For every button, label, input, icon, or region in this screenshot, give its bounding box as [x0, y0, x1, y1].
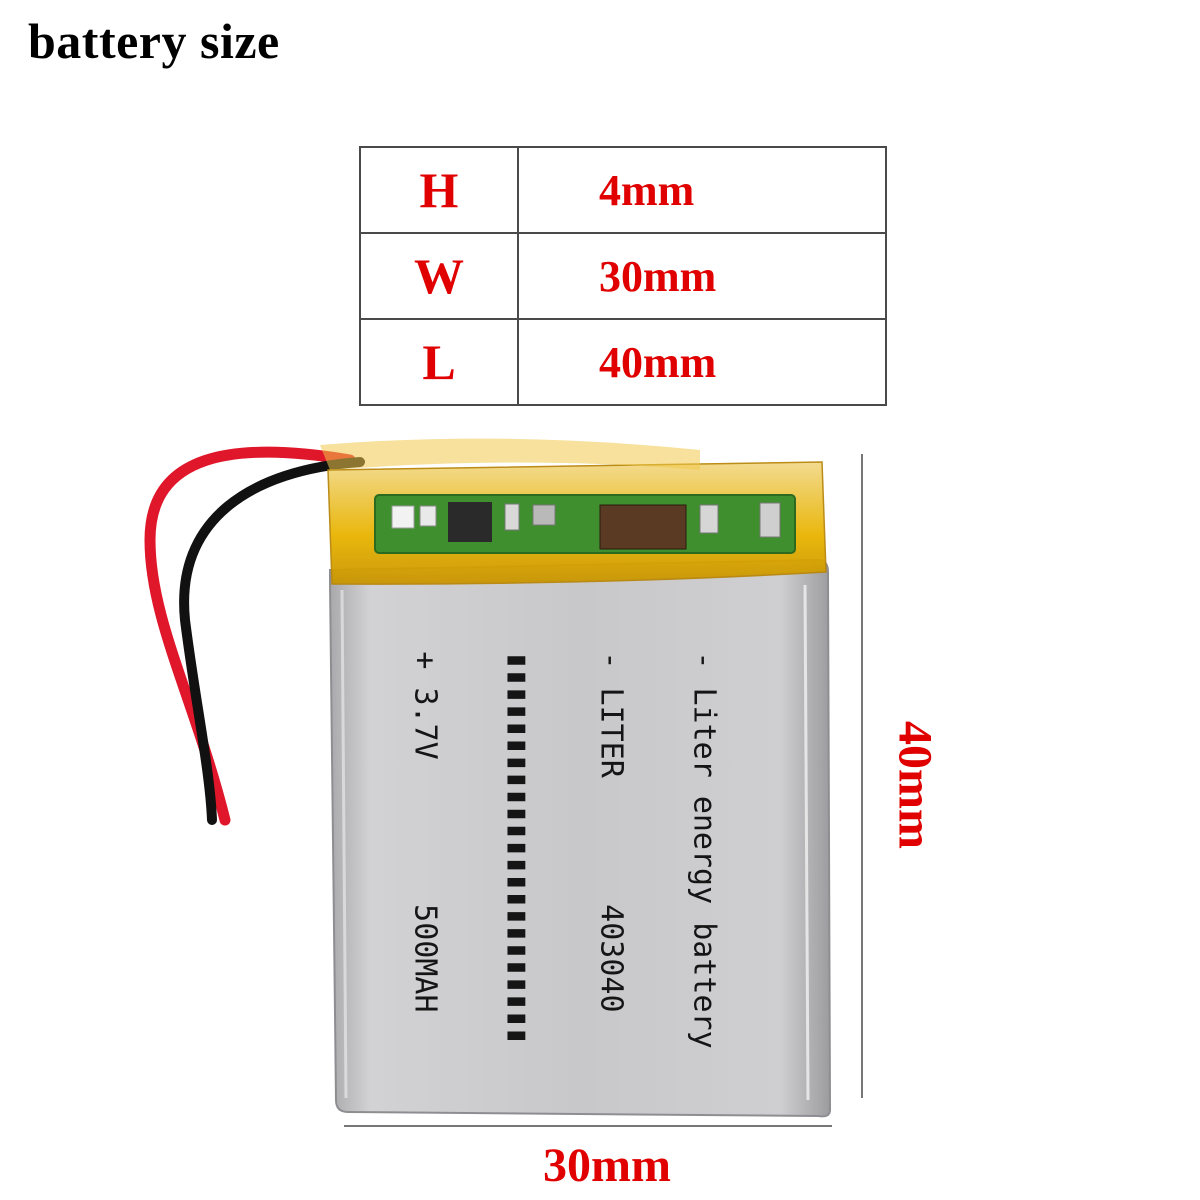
width-label: 30mm [543, 1139, 671, 1192]
battery-label-line2: - LITER 403040 [593, 651, 629, 1013]
battery-label-line3: + 3.7V 500MAH [407, 651, 443, 1013]
dimension-value-h: 4mm [517, 146, 887, 234]
black-wire [179, 457, 365, 825]
dimension-key-l: L [359, 318, 519, 406]
battery-label: - Liter energy battery - LITER 403040 ▮▮… [379, 651, 782, 1048]
pcb-board [374, 494, 796, 554]
dimensions-table: H 4mm W 30mm L 40mm [359, 146, 887, 406]
dimension-value-l: 40mm [517, 318, 887, 406]
table-row: W 30mm [359, 232, 887, 320]
dimension-key-w: W [359, 232, 519, 320]
battery-barcode: ▮▮▮▮▮▮▮▮▮▮▮▮▮▮▮▮▮▮▮▮▮▮▮ [500, 651, 536, 1044]
dimension-key-h: H [359, 146, 519, 234]
page-title: battery size [28, 13, 280, 69]
length-label: 40mm [888, 721, 942, 849]
dimension-value-w: 30mm [517, 232, 887, 320]
red-wire [144, 446, 356, 826]
table-row: L 40mm [359, 318, 887, 406]
table-row: H 4mm [359, 146, 887, 234]
battery-label-line1: - Liter energy battery [686, 651, 722, 1049]
